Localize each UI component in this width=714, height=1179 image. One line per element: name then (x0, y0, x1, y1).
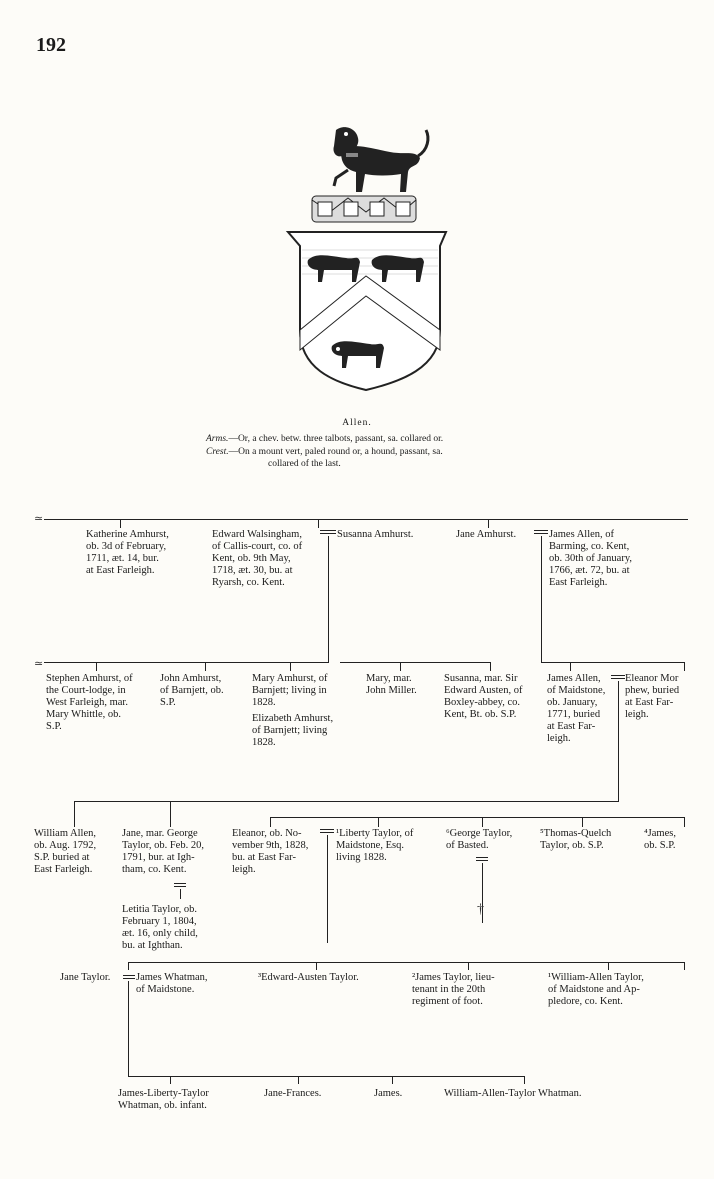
crest-text: —On a mount vert, paled round or, a houn… (228, 447, 443, 457)
gen4-drop (608, 962, 609, 970)
person-james-taylor-lieutenant: ²James Taylor, lieu- tenant in the 20th … (412, 972, 495, 1007)
crest-mount-icon (311, 195, 417, 223)
coat-of-arms-illustration (285, 127, 448, 392)
person-james-whatman: James Whatman, of Maidstone. (136, 972, 208, 995)
marriage-sign (320, 530, 336, 534)
gen1-drop (120, 519, 121, 528)
person-stephen-amhurst: Stephen Amhurst, of the Court-lodge, in … (46, 673, 133, 732)
person-thomas-quelch-taylor: ⁵Thomas-Quelch Taylor, ob. S.P. (540, 828, 612, 851)
person-william-allen-taylor-whatman: William-Allen-Taylor Whatman. (444, 1088, 582, 1099)
gen4-bar (128, 962, 684, 963)
gen1-descent (541, 536, 542, 662)
gen4-descent (128, 981, 129, 1076)
person-jane-frances: Jane-Frances. (264, 1088, 322, 1099)
marriage-sign (123, 975, 135, 979)
gen2-bar-amhurst (44, 662, 329, 663)
arms-blazon: Arms.—Or, a chev. betw. three talbots, p… (206, 433, 443, 445)
gen2-drop (96, 662, 97, 671)
person-james-taylor-sp: ⁴James, ob. S.P. (644, 828, 676, 851)
crest-blazon: Crest.—On a mount vert, paled round or, … (206, 446, 443, 458)
gen2-drop (290, 662, 291, 671)
gen3-descent-george (482, 863, 483, 923)
gen4-drop (128, 962, 129, 970)
continuation-mark-icon: ≃ (34, 658, 44, 670)
gen3-drop (482, 817, 483, 827)
gen1-drop (488, 519, 489, 528)
marriage-sign (611, 675, 625, 679)
gen5-bar (128, 1076, 524, 1077)
marriage-sign (476, 857, 488, 861)
person-william-allen-taylor: ¹William-Allen Taylor, of Maidstone and … (548, 972, 644, 1007)
arms-label: Arms. (206, 434, 229, 444)
gen4-drop (684, 962, 685, 970)
person-mary-amhurst: Mary Amhurst, of Barnjett; living in 182… (252, 673, 328, 708)
gen2-drop (400, 662, 401, 671)
person-mary-miller: Mary, mar. John Miller. (366, 673, 417, 696)
person-edward-walsingham: Edward Walsingham, of Callis-court, co. … (212, 529, 303, 588)
person-james-allen-maidstone: James Allen, of Maidstone, ob. January, … (547, 673, 606, 744)
gen3-drop (582, 817, 583, 827)
person-letitia-taylor: Letitia Taylor, ob. February 1, 1804, æt… (122, 904, 198, 951)
gen2-drop (490, 662, 491, 671)
gen2-descent (618, 681, 619, 801)
person-susanna-amhurst: Susanna Amhurst. (337, 529, 414, 540)
person-john-amhurst: John Amhurst, of Barnjett, ob. S.P. (160, 673, 224, 708)
crest-text-continued: collared of the last. (268, 459, 341, 469)
arms-caption: Allen. (342, 418, 372, 428)
gen5-drop (524, 1076, 525, 1084)
person-george-taylor: ⁶George Taylor, of Basted. (446, 828, 513, 851)
gen3-bar-lower (270, 817, 684, 818)
crest-hound-icon (332, 127, 430, 192)
marriage-sign (174, 883, 186, 887)
person-eleanor-morphew: Eleanor Mor phew, buried at East Far- le… (625, 673, 680, 720)
page-number: 192 (36, 34, 66, 56)
marriage-sign (534, 530, 548, 534)
person-jane-taylor-elder: Jane, mar. George Taylor, ob. Feb. 20, 1… (122, 828, 204, 875)
gen3-descent (327, 835, 328, 943)
gen3-bar-upper (74, 801, 619, 802)
gen3-drop (74, 801, 75, 827)
person-liberty-taylor: ¹Liberty Taylor, of Maidstone, Esq. livi… (336, 828, 414, 863)
gen4-drop (468, 962, 469, 970)
gen3-drop (378, 817, 379, 827)
person-susanna-austen: Susanna, mar. Sir Edward Austen, of Boxl… (444, 673, 523, 720)
gen2-bar-allen (541, 662, 684, 663)
gen2-bar-join (328, 662, 329, 663)
person-james-allen-barming: James Allen, of Barming, co. Kent, ob. 3… (549, 529, 633, 588)
person-katherine-amhurst: Katherine Amhurst, ob. 3d of February, 1… (86, 529, 169, 576)
crest-label: Crest. (206, 447, 229, 457)
person-jane-amhurst: Jane Amhurst. (456, 529, 517, 540)
gen5-drop (392, 1076, 393, 1084)
person-elizabeth-amhurst: Elizabeth Amhurst, of Barnjett; living 1… (252, 713, 334, 748)
gen4-drop (316, 962, 317, 970)
arms-text: —Or, a chev. betw. three talbots, passan… (228, 434, 444, 444)
person-edward-austen-taylor: ³Edward-Austen Taylor. (258, 972, 359, 983)
gen1-descent (328, 536, 329, 662)
gen3-drop (270, 817, 271, 827)
gen3-drop (684, 817, 685, 827)
shield-icon (285, 231, 448, 392)
person-eleanor-allen: Eleanor, ob. No- vember 9th, 1828, bu. a… (232, 828, 309, 875)
person-jane-taylor: Jane Taylor. (60, 972, 111, 983)
gen2-drop (570, 662, 571, 671)
person-william-allen: William Allen, ob. Aug. 1792, S.P. burie… (34, 828, 97, 875)
gen1-bar (44, 519, 688, 520)
gen2-bar-walsingham (340, 662, 490, 663)
gen3-descent-letitia (180, 889, 181, 899)
marriage-sign (320, 829, 334, 833)
dagger-icon: † (477, 902, 484, 917)
gen5-drop (170, 1076, 171, 1084)
person-james-liberty-taylor-whatman: James-Liberty-Taylor Whatman, ob. infant… (118, 1088, 209, 1111)
gen2-drop (684, 662, 685, 671)
person-james-whatman-son: James. (374, 1088, 403, 1099)
gen1-drop (318, 519, 319, 528)
gen2-drop (205, 662, 206, 671)
continuation-mark-icon: ≃ (34, 513, 44, 525)
gen3-drop (170, 801, 171, 827)
gen5-drop (298, 1076, 299, 1084)
